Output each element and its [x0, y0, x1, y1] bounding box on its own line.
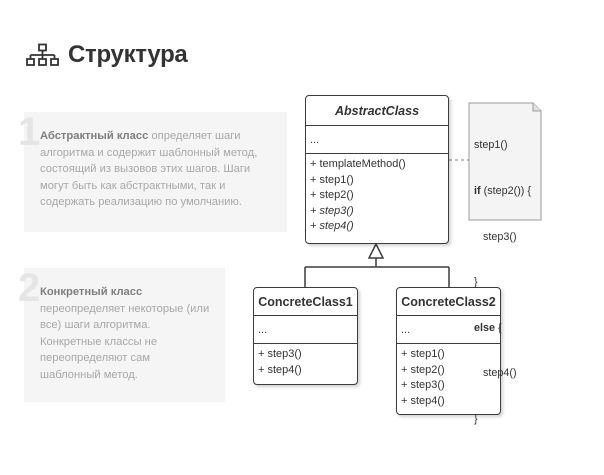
class-name: ConcreteClass2 — [397, 288, 500, 316]
method: + step3() — [310, 204, 354, 217]
inheritance-line — [304, 258, 450, 287]
abstract-class-box: AbstractClass ... + templateMethod() + s… — [305, 95, 449, 244]
note-abstract-class: 1 Абстрактный класс определяет шаги алго… — [18, 112, 287, 232]
note-text: переопределяет некоторые (или все) шаги … — [40, 302, 210, 381]
code-line: step4() — [474, 367, 517, 380]
method: + templateMethod() — [310, 158, 406, 170]
code-line: step3() — [474, 230, 517, 243]
class-fields: ... — [397, 316, 500, 344]
code-line: else { — [474, 321, 502, 334]
method: + step4() — [310, 220, 354, 232]
concrete-class-2-box: ConcreteClass2 ... + step1() + step2() +… — [396, 287, 501, 415]
class-name: AbstractClass — [306, 96, 448, 126]
method: + step3() — [401, 379, 445, 391]
note-lead: Абстрактный класс — [40, 130, 149, 142]
method: + step4() — [258, 363, 302, 376]
hierarchy-icon — [26, 43, 59, 66]
note-text: определяет шаги алгоритма и содержит шаб… — [40, 130, 258, 209]
method: + step2() — [310, 189, 354, 201]
concrete-class-1-box: ConcreteClass1 ... + step3() + step4() — [253, 287, 358, 385]
code-line: } — [474, 413, 478, 426]
note-number: 2 — [18, 266, 41, 310]
note-concrete-class: 2 Конкретный класс переопределяет некото… — [18, 268, 225, 402]
section-title: Структура — [24, 40, 188, 70]
method: + step1() — [401, 348, 445, 360]
class-name: ConcreteClass1 — [254, 288, 357, 316]
class-methods: + templateMethod() + step1() + step2() +… — [306, 154, 448, 235]
class-fields: ... — [254, 316, 357, 344]
class-methods: + step3() + step4() — [254, 344, 357, 378]
inheritance-arrowhead — [367, 242, 385, 259]
method: + step1() — [310, 173, 354, 186]
code-note: step1() if (step2()) { step3() } else { … — [469, 103, 541, 425]
code-line: } — [474, 276, 478, 289]
method: + step4() — [401, 394, 445, 407]
code-note-shape — [468, 102, 542, 221]
class-methods: + step1() + step2() + step3() + step4() — [397, 344, 500, 409]
code-line: step1() — [474, 139, 508, 152]
method: + step2() — [401, 363, 445, 376]
note-lead: Конкретный класс — [40, 286, 143, 298]
note-number: 1 — [18, 110, 41, 154]
method: + step3() — [258, 348, 302, 360]
code-line: if (step2()) { — [474, 185, 532, 198]
class-fields: ... — [306, 126, 448, 154]
page-title: Структура — [68, 41, 188, 68]
